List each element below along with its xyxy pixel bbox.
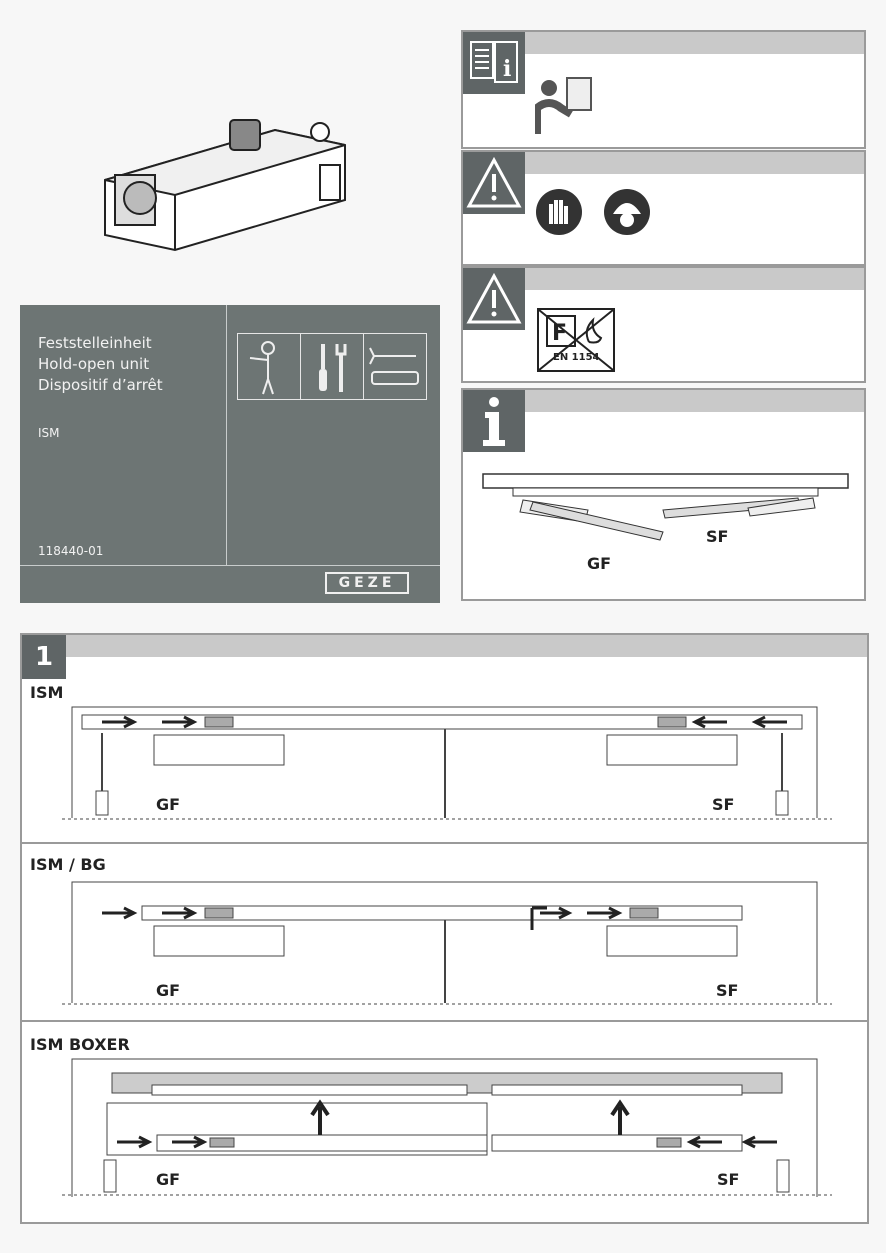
manual-icon: i (463, 32, 525, 94)
panel-header (463, 268, 864, 290)
no-fire-door-sign: F EN 1154 (537, 308, 615, 372)
variant-title: ISM (30, 683, 64, 702)
ism-bg-diagram (62, 881, 832, 1005)
divider (20, 565, 440, 566)
gloves-icon (536, 189, 582, 235)
divider (226, 305, 227, 565)
sf-label: SF (706, 527, 729, 546)
panel-info-door-leaves: GF SF (461, 388, 866, 601)
variant-title: ISM / BG (30, 855, 106, 874)
ism-diagram (62, 706, 832, 820)
document-number: 118440-01 (38, 544, 104, 558)
svg-text:F: F (552, 321, 567, 346)
section-1: 1 ISM GF SF ISM / BG (20, 633, 869, 1224)
screwdriver-wrench-icon (301, 334, 364, 399)
divider (22, 1020, 867, 1022)
ism-boxer-diagram (62, 1058, 832, 1197)
helmet-icon (604, 189, 650, 235)
sf-label: SF (712, 795, 735, 814)
title-german: Feststelleinheit (38, 334, 152, 352)
standard-label: EN 1154 (553, 352, 600, 363)
panel-header (463, 390, 864, 412)
gf-label: GF (156, 981, 181, 1000)
warning-icon (463, 268, 525, 330)
person-reading-icon (535, 77, 592, 134)
panel-fire-door-warning: F EN 1154 (461, 266, 866, 383)
title-english: Hold-open unit (38, 355, 150, 373)
variant-title: ISM BOXER (30, 1035, 130, 1054)
geze-logo: GEZE (325, 572, 409, 594)
panel-read-instructions: i (461, 30, 866, 149)
required-tools-icons (237, 333, 427, 400)
installer-icon (238, 334, 301, 399)
section-number: 1 (22, 635, 66, 679)
door-leaves-diagram (482, 473, 849, 541)
warning-icon (463, 152, 525, 214)
panel-header (463, 32, 864, 54)
panel-protective-equipment (461, 150, 866, 266)
info-icon (463, 390, 525, 452)
gf-label: GF (156, 1170, 181, 1189)
gf-label: GF (587, 554, 612, 573)
sf-label: SF (717, 1170, 740, 1189)
title-french: Dispositif d’arrêt (38, 376, 163, 394)
panel-header (463, 152, 864, 174)
sf-label: SF (716, 981, 739, 1000)
section-header (22, 635, 867, 657)
model-name: ISM (38, 426, 60, 440)
gf-label: GF (156, 795, 181, 814)
svg-text:i: i (503, 56, 511, 82)
divider (22, 842, 867, 844)
cover-panel: Feststelleinheit Hold-open unit Disposit… (20, 305, 440, 603)
product-illustration (104, 119, 346, 252)
crossed-out-fire-icon: F (539, 310, 613, 370)
screw-dowel-icon (364, 334, 426, 399)
